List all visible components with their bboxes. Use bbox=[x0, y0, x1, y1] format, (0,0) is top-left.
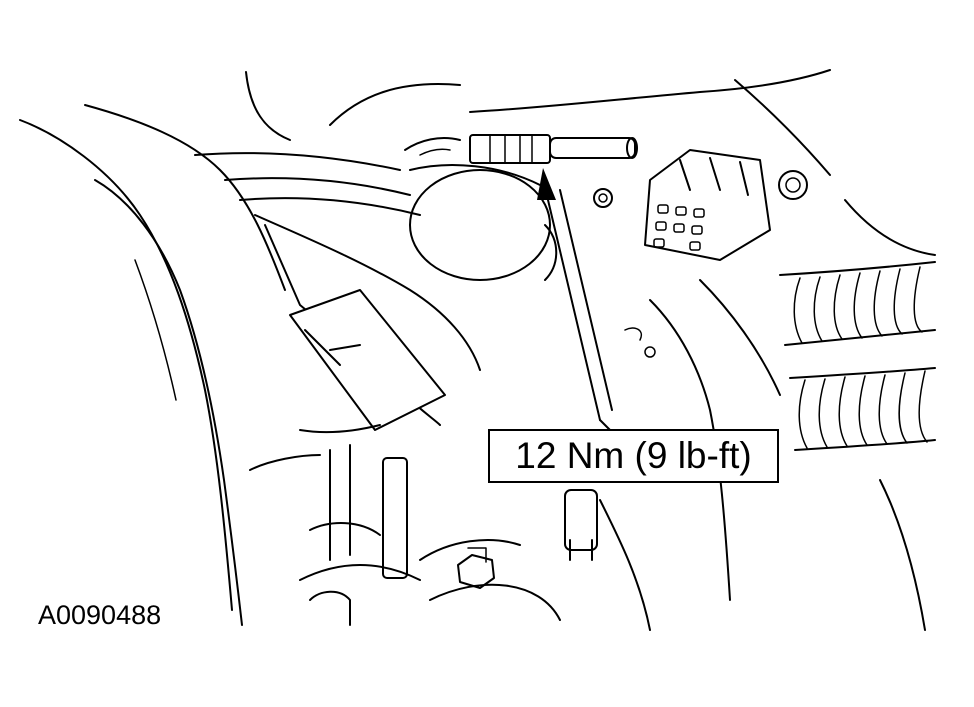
lower-components bbox=[249, 327, 656, 631]
callout-arrow bbox=[537, 168, 621, 441]
torque-callout: 12 Nm (9 lb-ft) bbox=[488, 429, 779, 483]
sensor-housing bbox=[404, 137, 558, 281]
left-housing bbox=[19, 104, 286, 626]
figure-id-label: A0090488 bbox=[38, 600, 162, 630]
oxygen-sensor bbox=[469, 134, 638, 164]
torque-label: 12 Nm (9 lb-ft) bbox=[515, 435, 752, 476]
upper-hoses bbox=[194, 69, 831, 216]
electrical-connector bbox=[593, 149, 808, 261]
intake-duct bbox=[254, 214, 481, 434]
corrugated-hoses bbox=[649, 199, 936, 631]
